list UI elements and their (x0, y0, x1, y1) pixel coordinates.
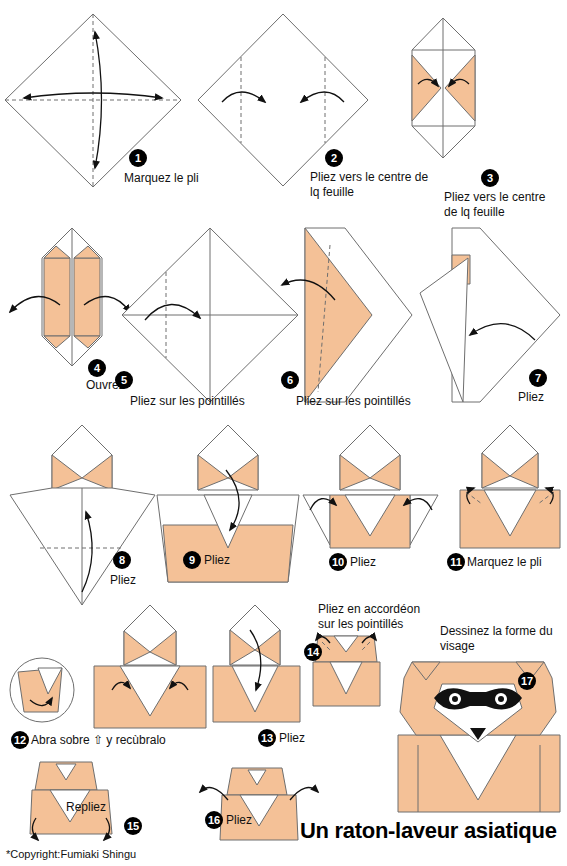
callout-number: 1 (129, 149, 147, 167)
instruction-text: Pliez (110, 573, 136, 588)
callout-number: 15 (124, 817, 142, 835)
instruction-text: Pliez (350, 555, 376, 570)
step-17-figure (398, 662, 560, 812)
instruction-text: Dessinez la forme du visage (440, 624, 555, 654)
step-11-figure (460, 425, 560, 548)
step-8-figure (10, 425, 155, 605)
instruction-text: Pliez sur les pointillés (296, 394, 411, 409)
callout-number: 2 (325, 149, 343, 167)
callout-number: 5 (115, 371, 133, 389)
step-14-figure (313, 636, 380, 706)
step-2-figure (198, 14, 368, 186)
callout-number: 9 (183, 551, 201, 569)
instruction-text: Marquez le pli (467, 555, 542, 570)
instruction-text: Abra sobre ⇧ y recùbralo (31, 733, 166, 748)
callout-number: 12 (11, 731, 29, 749)
instruction-text: Repliez (66, 800, 106, 815)
step-9-figure (157, 425, 299, 582)
instruction-text: Pliez (204, 553, 230, 568)
callout-number: 11 (447, 553, 465, 571)
callout-number: 14 (304, 643, 322, 661)
step-6-figure (282, 228, 412, 402)
callout-number: 8 (113, 551, 131, 569)
callout-number: 10 (329, 553, 347, 571)
callout-number: 16 (205, 811, 223, 829)
step-15-figure (30, 762, 112, 840)
instruction-text: Pliez en accordéon sur les pointillés (318, 602, 433, 632)
step-7-figure (420, 228, 560, 402)
callout-number: 17 (518, 672, 536, 690)
instruction-text: Pliez (279, 731, 305, 746)
instruction-text: Pliez (518, 390, 544, 405)
copyright-note: *Copyright:Fumiaki Shingu (6, 847, 136, 862)
step-3-figure (412, 18, 475, 158)
step-5-figure (122, 228, 298, 402)
instruction-text: Pliez sur les pointillés (130, 394, 245, 409)
instruction-text: Pliez vers le centre de lq feuille (310, 170, 430, 200)
instruction-text: Pliez (226, 813, 252, 828)
step-12-inset (10, 658, 74, 722)
step-4-figure (10, 228, 130, 366)
callout-number: 7 (529, 369, 547, 387)
instruction-text: Marquez le pli (124, 171, 199, 186)
step-10-figure (303, 425, 438, 548)
step-12-figure (94, 605, 206, 728)
page-title: Un raton-laveur asiatique (300, 818, 557, 844)
callout-number: 4 (88, 359, 106, 377)
step-1-figure (5, 14, 181, 187)
step-13-figure (213, 605, 300, 722)
callout-number: 13 (258, 729, 276, 747)
callout-number: 3 (481, 169, 499, 187)
callout-number: 6 (281, 371, 299, 389)
instruction-text: Pliez vers le centre de lq feuille (444, 190, 562, 220)
